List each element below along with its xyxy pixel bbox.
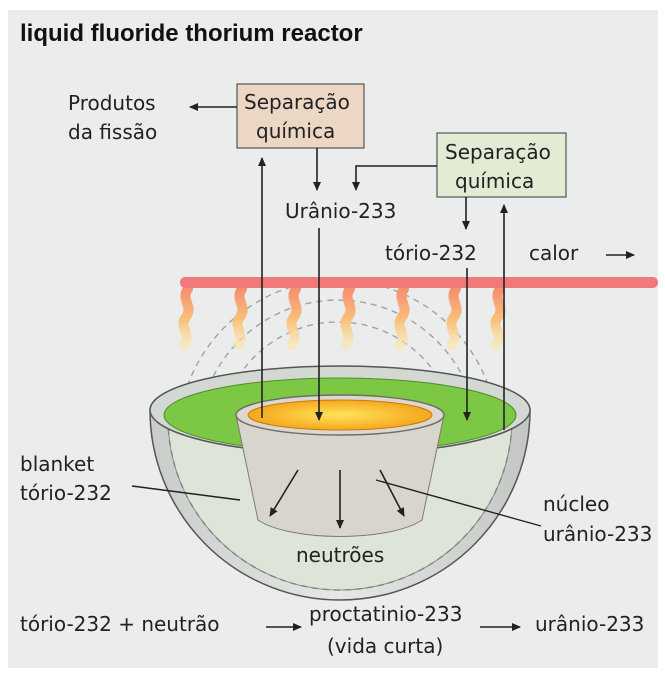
reaction-reactant: tório-232 + neutrão (20, 612, 220, 636)
separation-right-line2: química (455, 169, 534, 193)
separation-box-right (436, 132, 567, 198)
separation-left-line2: química (256, 119, 335, 143)
neutrons-label: neutrões (296, 543, 384, 567)
flow-arrows (258, 148, 508, 430)
thorium-232-label: tório-232 (385, 241, 477, 265)
arrow-separation-right-to-uranium (352, 165, 437, 191)
heat-pipe (178, 277, 658, 350)
blanket-dashed-boundary (167, 417, 513, 591)
diagram-title: liquid fluoride thorium reactor (20, 20, 363, 47)
separation-left-line1: Separação (244, 90, 350, 114)
heat-flames (178, 284, 506, 350)
core-pointer-line (375, 479, 542, 527)
uranium-233-label: Urânio-233 (285, 199, 396, 223)
blanket-pointer-line (131, 485, 241, 501)
reaction-intermediate-line2: (vida curta) (327, 634, 443, 658)
fission-products-line2: da fissão (68, 120, 157, 144)
core-label-line1: núcleo (543, 492, 609, 516)
reaction-product: urânio-233 (535, 612, 644, 636)
neutron-arrows (269, 469, 405, 529)
fission-products-line1: Produtos (68, 91, 156, 115)
blanket-label-line1: blanket (20, 452, 94, 476)
core-fuel-surface (247, 399, 433, 431)
blanket-label-line2: tório-232 (20, 481, 112, 505)
reactor-vessel (149, 365, 531, 601)
heat-label: calor (529, 241, 579, 265)
reaction-intermediate-line1: proctatinio-233 (309, 602, 462, 626)
core-label-line2: urânio-233 (543, 522, 652, 546)
heat-pipe-tube (180, 277, 658, 288)
separation-box-left (236, 83, 365, 149)
separation-right-line1: Separação (445, 140, 551, 164)
